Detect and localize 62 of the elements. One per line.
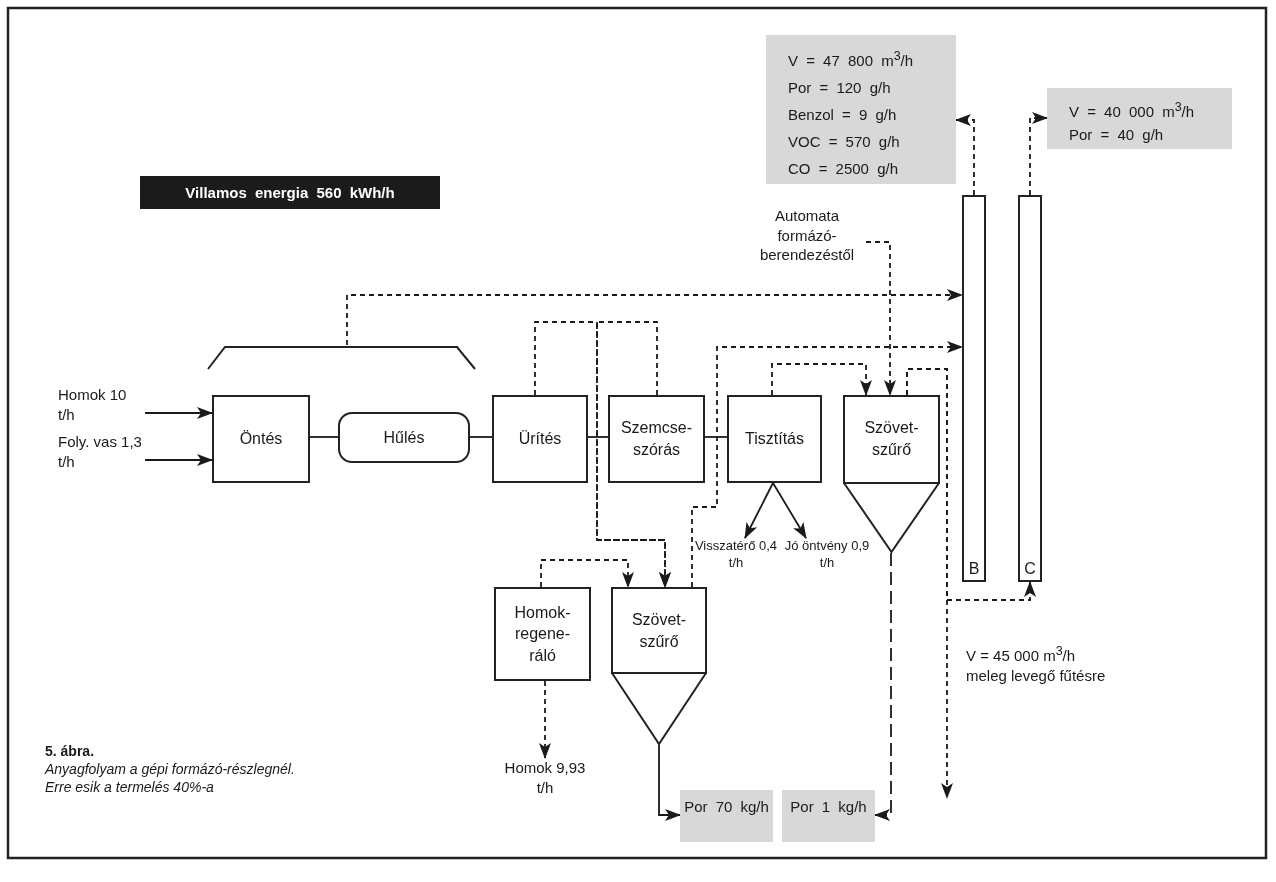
flow-arrow xyxy=(691,341,963,588)
fabric-filter xyxy=(611,587,707,745)
output-label: Homok 9,93 t/h xyxy=(500,758,590,800)
flow-arrow xyxy=(346,289,963,346)
process-box xyxy=(727,395,822,483)
process-label: Homok-regene-ráló xyxy=(513,602,572,666)
process-label: Öntés xyxy=(239,429,283,450)
filter-label: Szövet-szűrő xyxy=(630,610,688,652)
flow-arrow xyxy=(772,482,807,539)
rounded-process-box xyxy=(338,412,470,463)
emission-value: Benzol = 9 g/h xyxy=(788,105,897,125)
emission-value: Por = 120 g/h xyxy=(788,78,891,98)
dust-value: Por 1 kg/h xyxy=(790,797,867,817)
process-label: Hűlés xyxy=(383,427,425,448)
input-label: Foly. vas 1,3 t/h xyxy=(58,432,145,482)
process-label: Tisztítás xyxy=(745,429,804,450)
connector-line xyxy=(469,436,493,438)
filter-label: Szövet-szűrő xyxy=(863,418,920,460)
source-label: Automata formázó-berendezéstől xyxy=(748,206,866,270)
emission-value: CO = 2500 g/h xyxy=(788,159,898,179)
input-label: Homok 10 t/h xyxy=(58,385,145,429)
dust-output-box xyxy=(782,790,875,842)
emission-value: VOC = 570 g/h xyxy=(788,132,900,152)
emission-panel xyxy=(1047,88,1232,149)
process-box xyxy=(608,395,705,483)
emission-panel xyxy=(766,35,956,184)
chimney xyxy=(962,195,986,582)
output-label: Visszatérő 0,4 t/h xyxy=(692,538,780,574)
stack-letter: C xyxy=(1024,560,1036,578)
energy-banner: Villamos energia 560 kWh/h xyxy=(140,176,440,209)
flow-arrow xyxy=(540,559,634,588)
flow-arrow xyxy=(865,241,896,396)
emission-value: V = 40 000 m$^{3}$/h xyxy=(1069,99,1195,122)
hood-drawing xyxy=(207,345,476,370)
process-box xyxy=(492,395,588,483)
figure-caption: 5. ábra. Anyagfolyam a gépi formázó-részlegnél. Erre esik a termelés 40%-a xyxy=(45,742,296,797)
stack-letter: B xyxy=(968,560,980,578)
process-label: Ürítés xyxy=(518,429,562,450)
flow-arrow xyxy=(906,368,953,799)
emission-value: Por = 40 g/h xyxy=(1069,124,1164,145)
output-label: Jó öntvény 0,9 t/h xyxy=(780,538,874,574)
connector-line xyxy=(704,436,728,438)
flow-arrow xyxy=(596,321,671,588)
process-label: Szemcse-szórás xyxy=(619,418,694,460)
flow-arrow xyxy=(1029,112,1048,196)
flow-arrow xyxy=(144,407,213,419)
chimney xyxy=(1018,195,1042,582)
flow-arrow xyxy=(744,482,774,539)
connector-line xyxy=(587,436,609,438)
airflow-label: V = 45 000 m$^{3}$/h meleg levegő fűtésre xyxy=(966,643,1116,709)
flow-arrow xyxy=(658,744,681,821)
process-box xyxy=(494,587,591,681)
flow-arrow xyxy=(874,552,892,821)
process-box xyxy=(212,395,310,483)
connector-line xyxy=(309,436,339,438)
emission-value: V = 47 800 m$^{3}$/h xyxy=(788,48,914,71)
dust-output-box xyxy=(680,790,773,842)
flow-arrow xyxy=(955,114,975,196)
flow-arrow xyxy=(771,363,872,396)
flow-arrow xyxy=(539,680,551,759)
dust-value: Por 70 kg/h xyxy=(684,797,769,817)
flow-arrow xyxy=(144,454,213,466)
